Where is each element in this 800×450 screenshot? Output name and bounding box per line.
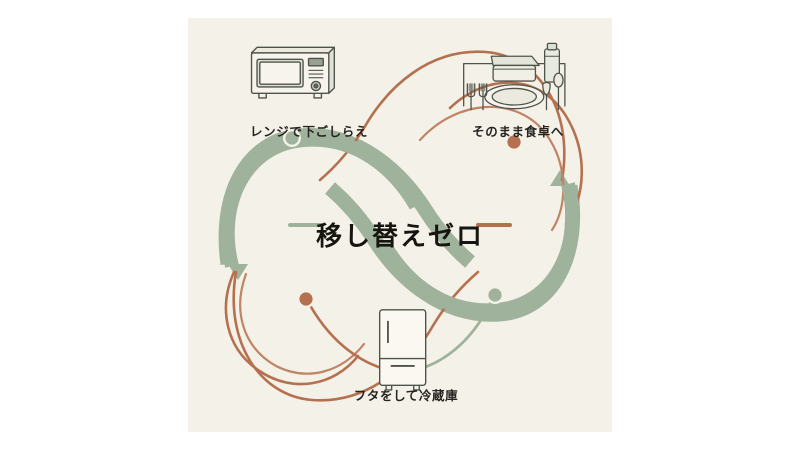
fork-left-inner: [478, 83, 488, 111]
spoon-right: [553, 72, 564, 111]
node-dot-microwave[interactable]: [283, 129, 301, 147]
green-band-taper-right: [550, 170, 570, 186]
node-dot-fridge-left[interactable]: [297, 290, 315, 308]
microwave-icon: [250, 46, 336, 99]
node-dot-table[interactable]: [505, 133, 523, 151]
green-arc-bottom-right: [377, 182, 580, 318]
node-label-fridge: フタをして冷蔵庫: [353, 389, 459, 403]
node-dot-fridge-right[interactable]: [486, 286, 504, 304]
center-title: 移し替えゼロ: [315, 222, 484, 251]
terracotta-tail-to-fridge: [304, 296, 390, 372]
node-label-microwave: レンジで下ごしらえ: [250, 125, 368, 139]
green-outer-arcs: [220, 132, 580, 318]
terracotta-arc-bottom-left: [224, 270, 360, 386]
terracotta-line-left-loop: [232, 270, 480, 402]
terracotta-arc-inner-top-right: [418, 105, 565, 232]
table-setting-icon: [463, 42, 566, 111]
infinity-loop-diagram: [218, 42, 583, 402]
terracotta-arc-inner-bottom-left: [239, 272, 366, 375]
refrigerator-icon: [378, 309, 427, 391]
green-band-taper-left: [228, 264, 248, 280]
green-arc-top-left: [220, 132, 423, 268]
node-label-table: そのまま食卓へ: [472, 125, 564, 139]
fork-left-outer: [466, 83, 476, 111]
illustration-canvas: 移し替えゼロ レンジで下ごしらえ そのまま食卓へ フタをして冷蔵庫: [188, 18, 612, 432]
knife-right: [542, 81, 551, 111]
